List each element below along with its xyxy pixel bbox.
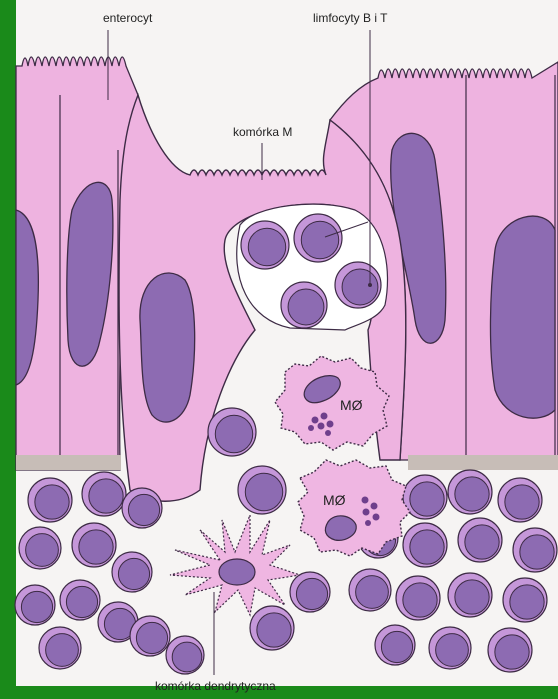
enterocyte-label: enterocyt: [103, 11, 153, 25]
m-cell-nucleus: [140, 273, 195, 422]
lymphocyte: [488, 628, 532, 672]
lymphocyte: [349, 569, 391, 611]
lymphocytes-label: limfocyty B i T: [313, 11, 388, 25]
m-cell-label: komórka M: [233, 125, 292, 139]
lymphocyte: [60, 580, 100, 620]
lymphocyte: [458, 518, 502, 562]
lymphocyte: [112, 552, 152, 592]
macrophage-label-lower: MØ: [323, 492, 346, 508]
lymphocyte: [403, 523, 447, 567]
lymphocyte: [82, 472, 126, 516]
lymphocyte: [294, 214, 342, 262]
macrophage-label-upper: MØ: [340, 397, 363, 413]
lymphocyte: [241, 221, 289, 269]
lymphocyte: [448, 470, 492, 514]
lymphocyte: [335, 262, 381, 308]
lymphocyte: [72, 523, 116, 567]
lymphocyte: [429, 627, 471, 669]
lymphocyte: [122, 488, 162, 528]
lymphocyte: [28, 478, 72, 522]
lymphocyte: [39, 627, 81, 669]
lymphocyte: [238, 466, 286, 514]
lymphocyte: [503, 578, 547, 622]
lymphocyte: [513, 528, 557, 572]
lymphocyte: [15, 585, 55, 625]
lymphocyte: [281, 282, 327, 328]
basement-membrane-right: [408, 455, 558, 470]
lymphocyte: [208, 408, 256, 456]
lymphocyte: [448, 573, 492, 617]
lymphocyte: [166, 636, 204, 674]
lymphocyte: [19, 527, 61, 569]
dendritic-cell-label: komórka dendrytyczna: [155, 679, 276, 693]
lymphocyte: [250, 606, 294, 650]
basement-membrane-left: [16, 455, 121, 470]
lymphocyte: [290, 572, 330, 612]
lymphocyte: [498, 478, 542, 522]
enterocyte-nucleus: [490, 216, 555, 418]
lymphocyte: [130, 616, 170, 656]
lymphocyte: [375, 625, 415, 665]
lymphocyte: [396, 576, 440, 620]
